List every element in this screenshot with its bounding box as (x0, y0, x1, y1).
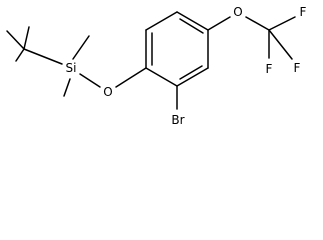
bond-ring-c6-c1 (145, 67, 178, 87)
bond-cf3-f-right (268, 16, 296, 31)
bond-si-me-top (72, 35, 90, 60)
bond-si-me-bottom (63, 78, 71, 97)
atom-f-lower-right: F (294, 61, 301, 75)
bond-si-o (79, 73, 101, 88)
atom-label-layer: Si O Br O F F F (66, 5, 307, 127)
atom-o-silyl: O (103, 85, 112, 99)
atom-f-right: F (300, 5, 307, 19)
atom-f-bottom: F (266, 62, 273, 76)
bond-ring-c2-c3 (145, 11, 178, 31)
bond-cf3-f-lower-right (268, 29, 293, 60)
bond-ring-inner-2 (179, 18, 204, 34)
atom-br: Br (171, 113, 184, 127)
bond-tbu-c2 (23, 26, 30, 50)
bond-c-o-ether (207, 16, 231, 31)
chemical-structure: Si O Br O F F F (6, 5, 307, 127)
bond-ring-inner-3 (179, 65, 203, 80)
bond-ring-c5-c6 (176, 67, 209, 87)
bond-layer (6, 11, 296, 110)
bond-tbu-c1 (6, 30, 25, 50)
bond-tbu-si (23, 48, 63, 65)
bond-tbu-c3 (15, 48, 25, 62)
bond-ring-c3-c4 (176, 11, 209, 31)
atom-si: Si (66, 61, 77, 75)
bond-o-cf3 (245, 16, 270, 31)
bond-o-c1 (115, 67, 147, 88)
atom-o-ether: O (233, 5, 242, 19)
